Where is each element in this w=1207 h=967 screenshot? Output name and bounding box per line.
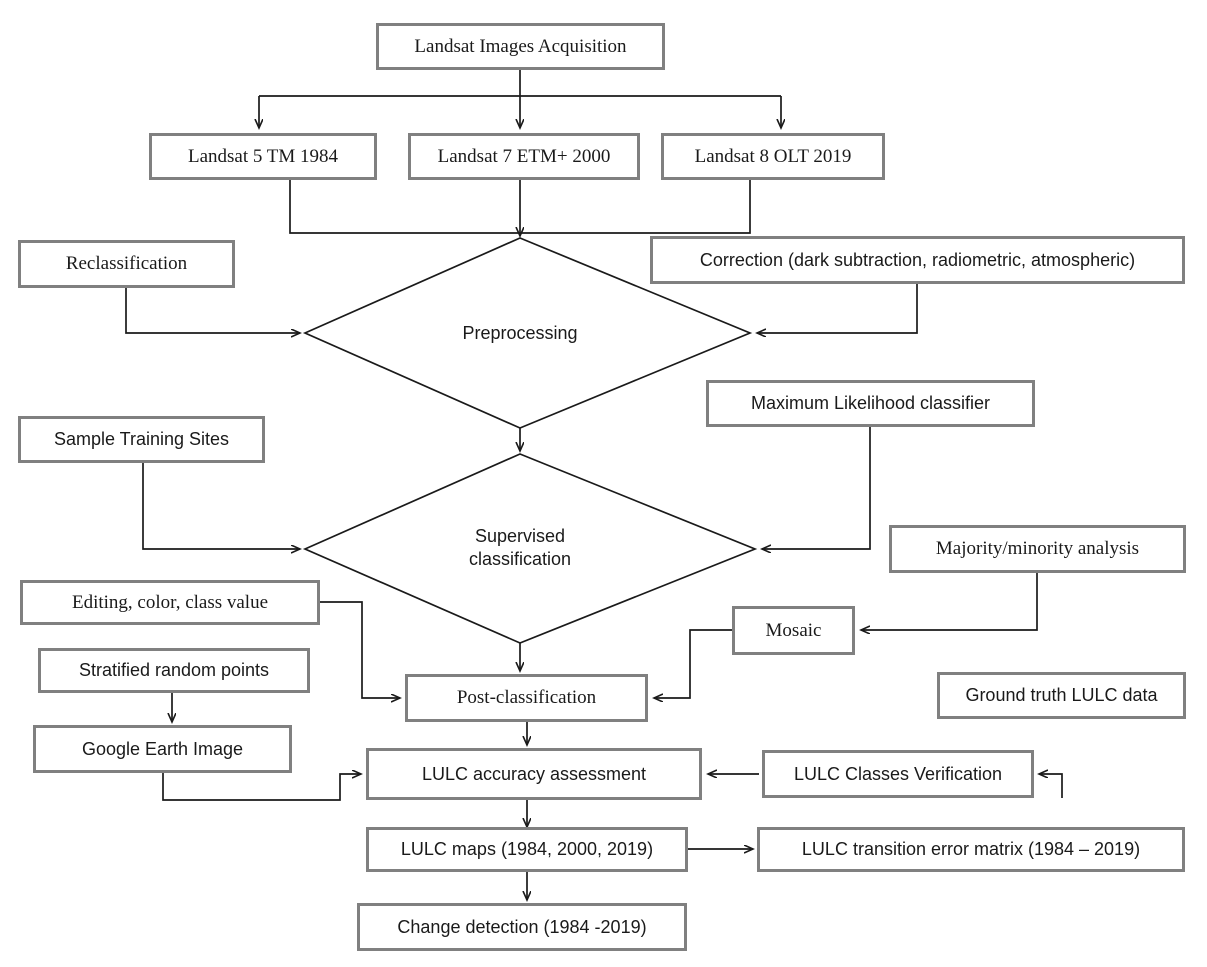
node-correction[interactable]: Correction (dark subtraction, radiometri… <box>650 236 1185 284</box>
node-google-earth-image[interactable]: Google Earth Image <box>33 725 292 773</box>
node-landsat-images-acquisition[interactable]: Landsat Images Acquisition <box>376 23 665 70</box>
supervised-classification-diamond <box>302 453 758 644</box>
supervised-classification-line1: Supervised <box>474 526 566 546</box>
supervised-classification-label: Supervised classification <box>420 525 620 570</box>
wire-correction-to-prep <box>757 284 918 333</box>
node-reclassification[interactable]: Reclassification <box>18 240 235 288</box>
wire-samples-to-supervised <box>142 463 300 549</box>
wire-majority-to-mosaic <box>861 573 1038 630</box>
wire-mlc-to-supervised <box>762 427 871 549</box>
node-landsat-7-etm-2000[interactable]: Landsat 7 ETM+ 2000 <box>408 133 640 180</box>
node-editing-color-class-value[interactable]: Editing, color, class value <box>20 580 320 625</box>
wire-ge-to-accuracy <box>162 773 361 801</box>
preprocessing-diamond <box>302 237 753 429</box>
node-majority-minority-analysis[interactable]: Majority/minority analysis <box>889 525 1186 573</box>
node-lulc-accuracy-assessment[interactable]: LULC accuracy assessment <box>366 748 702 800</box>
supervised-classification-line2: classification <box>468 548 572 569</box>
node-ground-truth-lulc-data[interactable]: Ground truth LULC data <box>937 672 1186 719</box>
node-stratified-random-points[interactable]: Stratified random points <box>38 648 310 693</box>
node-lulc-classes-verification[interactable]: LULC Classes Verification <box>762 750 1034 798</box>
node-landsat-8-olt-2019[interactable]: Landsat 8 OLT 2019 <box>661 133 885 180</box>
wire-mosaic-to-post <box>654 629 732 698</box>
wire-reclass-to-prep <box>125 288 300 333</box>
wire-truth-to-verification <box>1039 774 1063 798</box>
node-sample-training-sites[interactable]: Sample Training Sites <box>18 416 265 463</box>
node-change-detection[interactable]: Change detection (1984 -2019) <box>357 903 687 951</box>
node-mosaic[interactable]: Mosaic <box>732 606 855 655</box>
wire-editing-to-post <box>320 601 400 698</box>
node-lulc-maps[interactable]: LULC maps (1984, 2000, 2019) <box>366 827 688 872</box>
node-lulc-transition-error-matrix[interactable]: LULC transition error matrix (1984 – 201… <box>757 827 1185 872</box>
node-maximum-likelihood-classifier[interactable]: Maximum Likelihood classifier <box>706 380 1035 427</box>
node-landsat-5-tm-1984[interactable]: Landsat 5 TM 1984 <box>149 133 377 180</box>
node-post-classification[interactable]: Post-classification <box>405 674 648 722</box>
